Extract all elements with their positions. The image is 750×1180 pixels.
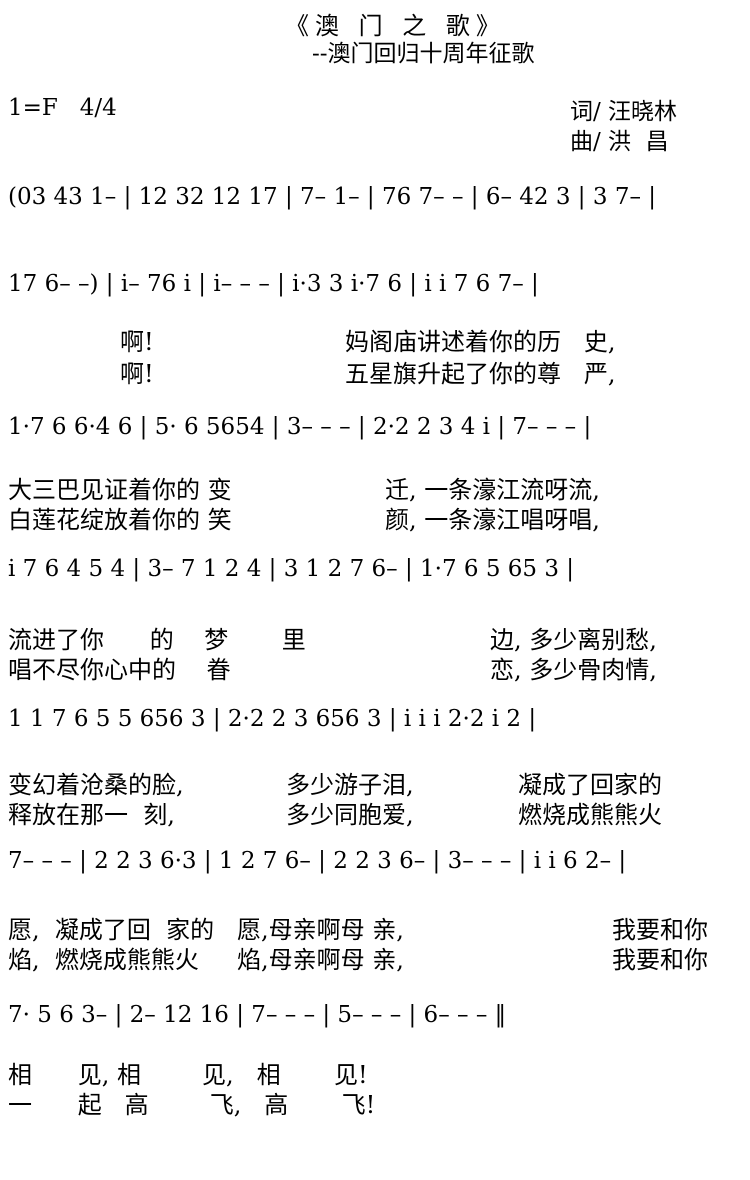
lyric-left: 啊! [120,328,154,356]
lyric-mid: 多少游子泪, [286,771,414,799]
lyric-right: 迁, 一条濠江流呀流, [385,476,600,504]
lyric-left: 愿, 凝成了回 家的 愿,母亲啊母 亲, [8,916,404,944]
notation-text: i 7 6 4 5 4 | 3– 7 1 2 4 | 3 1 2 7 6– | … [8,556,574,582]
notation-row-6: 7– – – | 2 2 3 6·3 | 1 2 7 6– | 2 2 3 6–… [8,832,746,892]
key-signature: 1=F 4/4 [8,95,117,121]
song-title: 《澳 门 之 歌》 [285,12,506,40]
lyric-left: 释放在那一 刻, [8,801,175,829]
composer-credit: 曲/ 洪 昌 [570,129,669,155]
notation-row-7: 7· 5 6 3– | 2– 12 16 | 7– – – | 5– – – |… [8,986,746,1046]
lyric-left: 焰, 燃烧成熊熊火 焰,母亲啊母 亲, [8,946,404,974]
notation-text: (03 43 1– | 12 32 12 17 | 7– 1– | 76 7– … [8,184,656,210]
notation-row-1: (03 43 1– | 12 32 12 17 | 7– 1– | 76 7– … [8,168,746,228]
lyric-right: 恋, 多少骨肉情, [490,656,657,684]
lyricist-credit: 词/ 汪晓林 [570,99,678,125]
lyric-right: 颜, 一条濠江唱呀唱, [385,506,600,534]
lyric-mid: 多少同胞爱, [286,801,414,829]
notation-text: 1 1 7 6 5 5 656 3 | 2·2 2 3 656 3 | i i … [8,706,536,732]
lyric-left: 一 起 高 飞, 高 飞! [8,1091,376,1119]
lyric-right: 妈阁庙讲述着你的历 史, [345,328,616,356]
lyric-left: 流进了你 的 梦 里 [8,626,306,654]
lyric-left: 相 见, 相 见, 相 见! [8,1061,368,1089]
song-subtitle: --澳门回归十周年征歌 [312,41,535,67]
lyric-right: 我要和你 [612,946,708,974]
notation-text: 17 6– –) | i– 76 i | i– – – | i·3 3 i·7 … [8,271,539,297]
notation-text: 1·7 6 6·4 6 | 5· 6 5654 | 3– – – | 2·2 2… [8,414,591,440]
lyric-right: 我要和你 [612,916,708,944]
lyric-right: 凝成了回家的 [518,771,662,799]
lyric-right: 边, 多少离别愁, [490,626,657,654]
notation-row-2: 17 6– –) | i– 76 i | i– – – | i·3 3 i·7 … [8,255,746,315]
lyric-left: 变幻着沧桑的脸, [8,771,184,799]
lyric-left: 唱不尽你心中的 眷 [8,656,231,684]
notation-row-3: 1·7 6 6·4 6 | 5· 6 5654 | 3– – – | 2·2 2… [8,398,746,458]
lyric-left: 大三巴见证着你的 变 [8,476,232,504]
notation-text: 7· 5 6 3– | 2– 12 16 | 7– – – | 5– – – |… [8,1002,506,1028]
lyric-left: 白莲花绽放着你的 笑 [8,506,232,534]
notation-text: 7– – – | 2 2 3 6·3 | 1 2 7 6– | 2 2 3 6–… [8,848,626,874]
lyric-right: 燃烧成熊熊火 [518,801,662,829]
lyric-right: 五星旗升起了你的尊 严, [345,360,616,388]
notation-row-5: 1 1 7 6 5 5 656 3 | 2·2 2 3 656 3 | i i … [8,690,746,750]
lyric-left: 啊! [120,360,154,388]
notation-row-4: i 7 6 4 5 4 | 3– 7 1 2 4 | 3 1 2 7 6– | … [8,540,746,600]
